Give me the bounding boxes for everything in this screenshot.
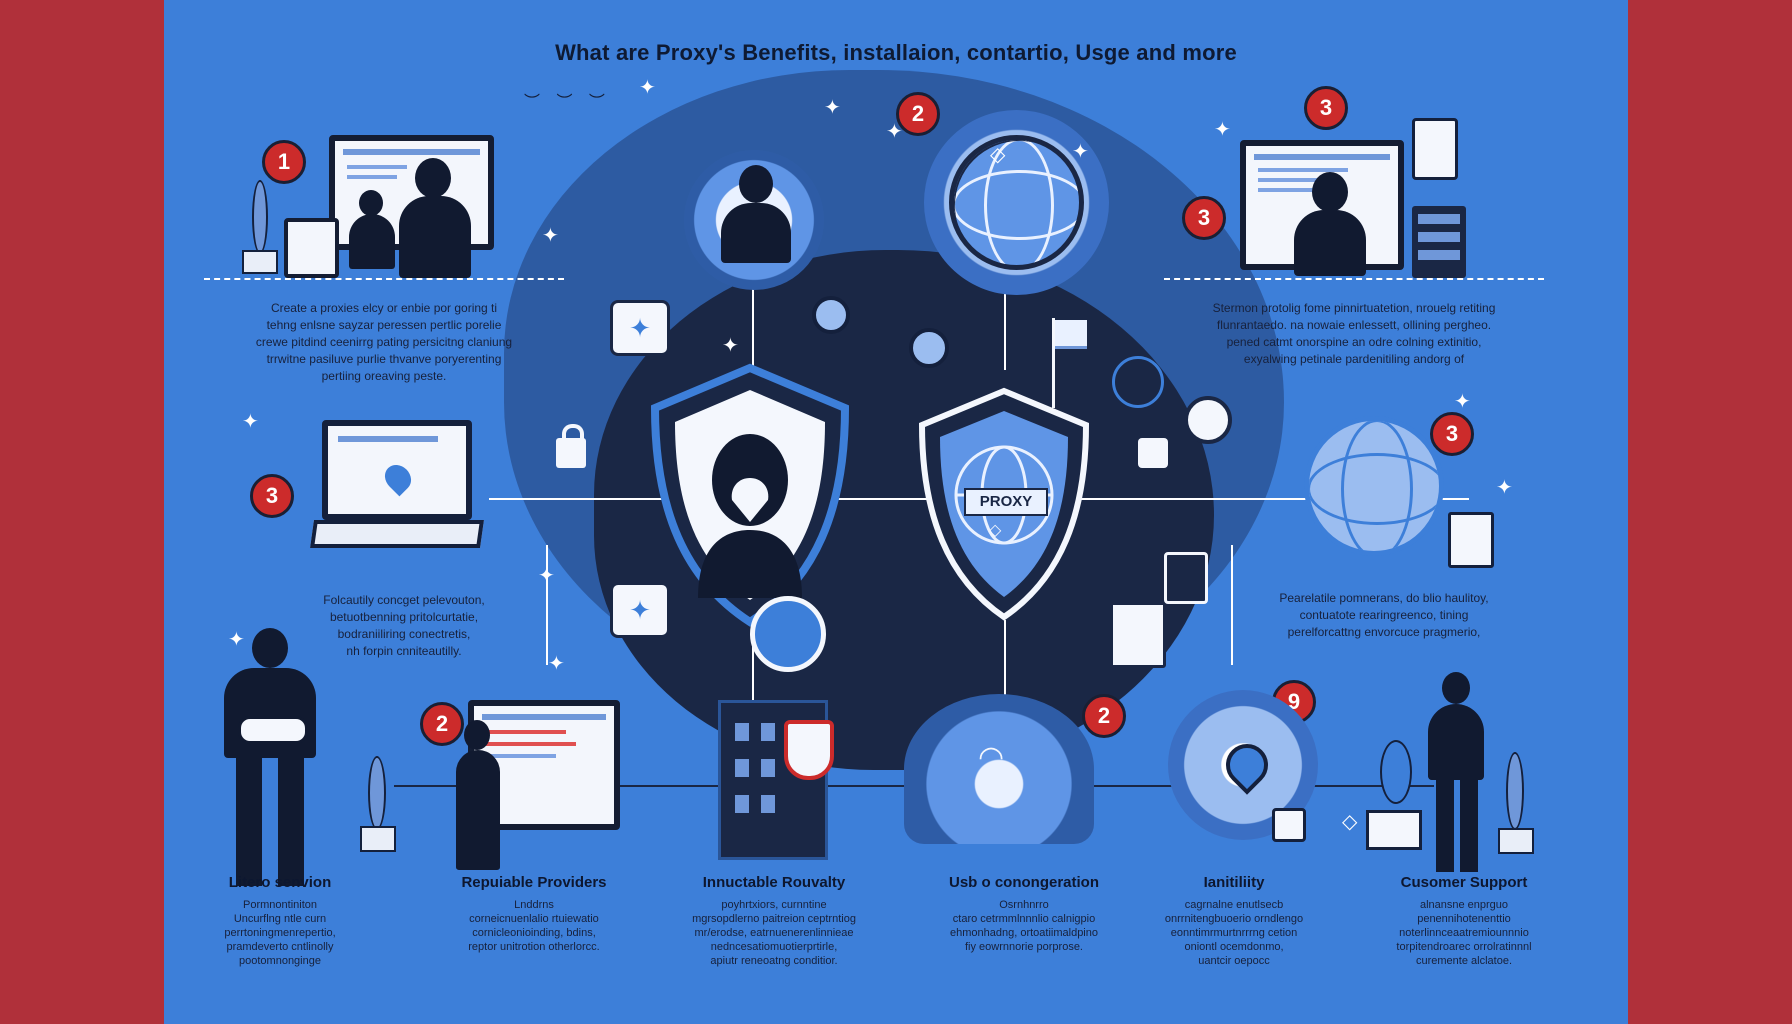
sparkle-icon: ◇ (1342, 811, 1358, 833)
step-badge: 2 (420, 702, 464, 746)
step-badge: 1 (262, 140, 306, 184)
connector-line (1019, 498, 1469, 500)
sparkle-icon: ✦ (1072, 141, 1089, 163)
tablet-icon (1448, 512, 1494, 568)
server-rack-icon (1412, 206, 1466, 278)
section-title: Cusomer Support (1400, 874, 1528, 891)
sparkle-icon: ✦ (639, 77, 656, 99)
sparkle-icon: ✦ (886, 121, 903, 143)
connector-line (1004, 290, 1006, 370)
sparkle-icon: ✦ (1214, 119, 1231, 141)
step-badge: 3 (1304, 86, 1348, 130)
sparkle-icon: ✦ (722, 335, 739, 357)
location-badge-icon (1112, 356, 1164, 408)
lock-icon (556, 424, 586, 468)
page-title: What are Proxy's Benefits, installaion, … (555, 40, 1237, 65)
sparkle-icon: ✦ (1454, 391, 1471, 413)
alert-tile-icon (1272, 808, 1306, 842)
blurb-top-right: Stermon protolig fome pinnirtuatetion, n… (1212, 301, 1496, 366)
shield-badge-icon (784, 720, 834, 780)
globe-small-icon (1184, 396, 1232, 444)
blurb-mid-left: Folcautily concget pelevouton,betuotbenn… (323, 593, 485, 658)
section-title: Ianitiliity (1203, 874, 1265, 891)
sparkle-icon: ✦ (242, 411, 259, 433)
connector-line (804, 498, 1024, 500)
network-tile-icon: ✦ (610, 300, 670, 356)
connector-line (204, 278, 564, 280)
sparkle-icon: ✦ (548, 653, 565, 675)
blurb-mid-right: Pearelatile pomnerans, do blio haulitoy,… (1279, 591, 1489, 639)
globe-icon (1304, 416, 1444, 556)
flag-icon (1052, 318, 1088, 408)
blurb-top-left: Create a proxies elcy or enbie por gorin… (255, 301, 513, 383)
connector-line (752, 280, 754, 370)
sparkle-icon: ✦ (824, 97, 841, 119)
plant-icon (356, 756, 396, 856)
network-halo (904, 694, 1094, 844)
section-title: Repuiable Providers (461, 874, 607, 891)
server-icon (1110, 602, 1166, 668)
laptop-icon (310, 420, 484, 565)
step-badge: 3 (1430, 412, 1474, 456)
connector-line (1164, 278, 1544, 280)
connector-line (546, 545, 548, 665)
birds-icon: ︶ ︶ ︶ (524, 94, 611, 111)
bulb-tile-icon (1164, 552, 1208, 604)
proxy-label: PROXY (964, 488, 1048, 516)
sparkle-icon: ✦ (1496, 477, 1513, 499)
sparkle-icon: ✦ (542, 225, 559, 247)
globe-icon (949, 135, 1084, 270)
step-badge: 2 (1082, 694, 1126, 738)
section-title: Litero senvion (228, 874, 332, 891)
wifi-icon: ◠ (978, 741, 1005, 774)
connector-line (489, 498, 804, 500)
plant-icon (1494, 752, 1534, 856)
tablet-icon (284, 218, 339, 278)
badge-small-icon (1138, 438, 1168, 468)
sparkle-icon: ◇ (990, 144, 1006, 166)
user-shield-icon (650, 363, 850, 627)
network-tile-icon: ✦ (610, 582, 670, 638)
infographic-canvas: What are Proxy's Benefits, installaion, … (164, 0, 1628, 1024)
section-title: Usb o conongeration (949, 874, 1099, 891)
crown-badge-icon (750, 596, 826, 672)
magnifier-icon (909, 328, 949, 368)
plant-icon (238, 180, 278, 275)
image-card-icon (1412, 118, 1458, 180)
step-badge: 2 (896, 92, 940, 136)
sparkle-icon: ✦ (538, 565, 555, 587)
step-badge: 3 (1182, 196, 1226, 240)
section-title: Innuctable Rouvalty (702, 874, 846, 891)
plant-pot-icon (1362, 740, 1426, 856)
magnifier-icon (812, 296, 850, 334)
sparkle-icon: ◇ (989, 522, 1002, 539)
step-badge: 3 (250, 474, 294, 518)
sparkle-icon: ✦ (228, 629, 245, 651)
connector-line (1231, 545, 1233, 665)
